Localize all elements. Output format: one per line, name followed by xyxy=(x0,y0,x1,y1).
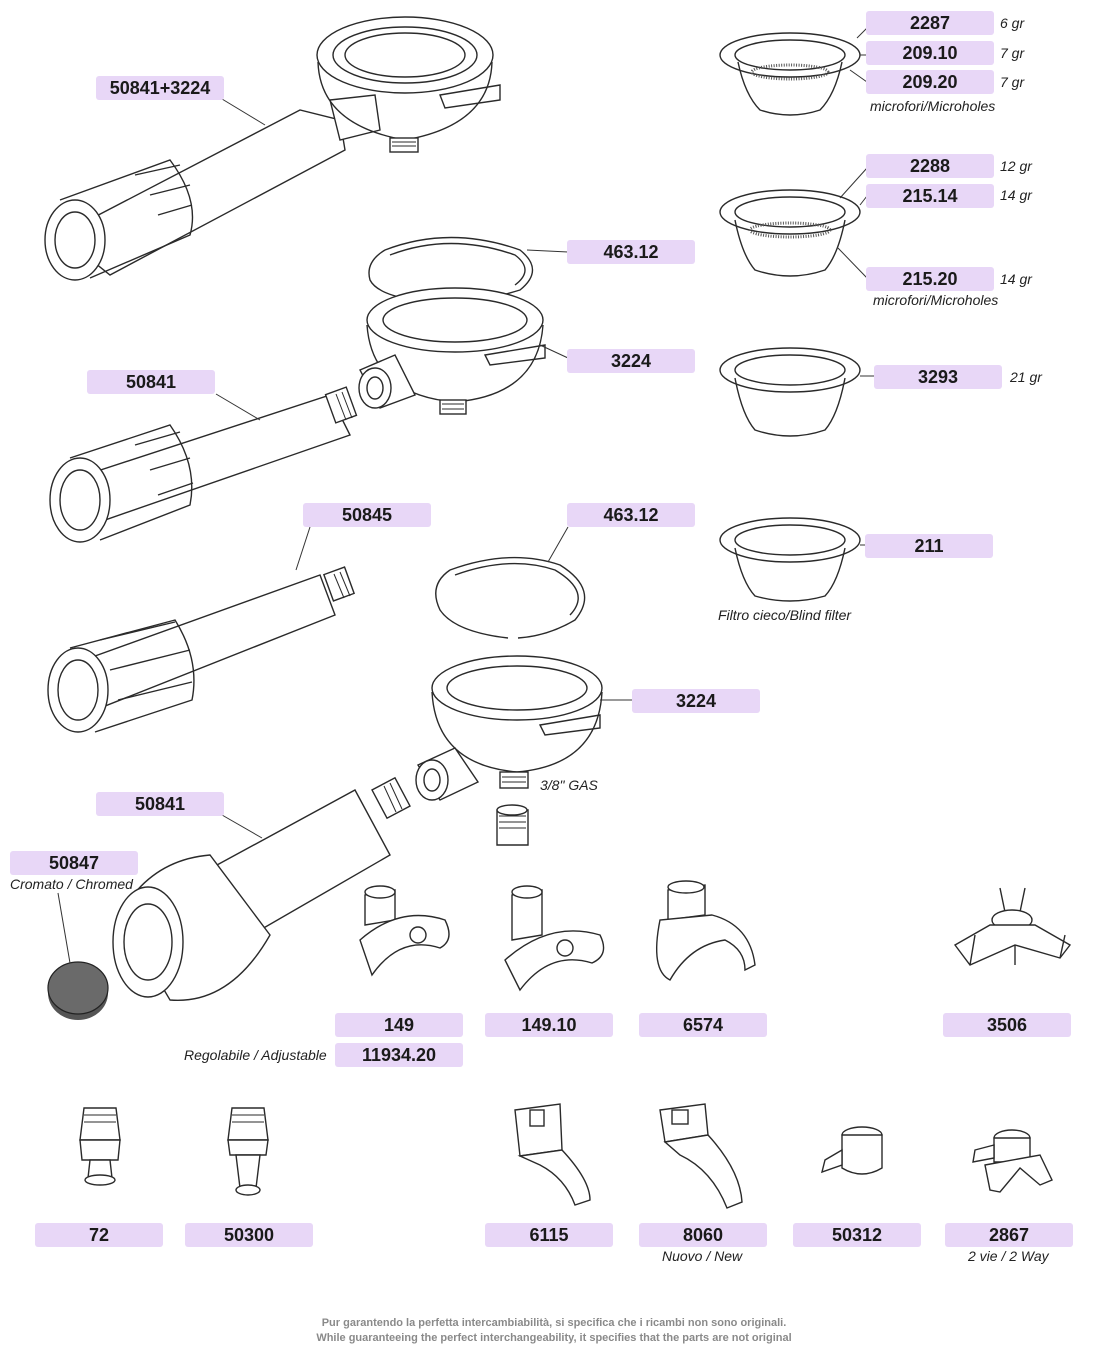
handle-50845-drawing xyxy=(47,526,356,733)
spout-8060-drawing xyxy=(659,1103,743,1209)
part-label-50847: 50847 xyxy=(10,851,138,875)
part-label-50845: 50845 xyxy=(303,503,431,527)
spout-6574-drawing xyxy=(655,880,756,981)
filter-basket-211-drawing xyxy=(719,517,865,602)
weight-note-14gr-b: 14 gr xyxy=(1000,271,1032,287)
weight-note-14gr-a: 14 gr xyxy=(1000,187,1032,203)
part-label-3224-b: 3224 xyxy=(632,689,760,713)
portafilter-body-3224-b-drawing xyxy=(415,655,632,846)
filter-basket-3293-drawing xyxy=(719,347,875,437)
part-label-50312: 50312 xyxy=(793,1223,921,1247)
spout-50312-drawing xyxy=(821,1126,883,1175)
footer-disclaimer-it: Pur garantendo la perfetta intercambiabi… xyxy=(321,1317,787,1329)
part-label-3293: 3293 xyxy=(874,365,1002,389)
portafilter-body-3224-drawing xyxy=(358,287,569,415)
part-label-50841-3224: 50841+3224 xyxy=(96,76,224,100)
weight-note-7gr-a: 7 gr xyxy=(1000,45,1025,61)
handle-50841-drawing xyxy=(49,386,358,543)
filter-basket-1-drawing xyxy=(719,27,868,116)
spout-149-drawing xyxy=(359,885,450,977)
part-label-209-20: 209.20 xyxy=(866,70,994,94)
part-label-50300: 50300 xyxy=(185,1223,313,1247)
part-label-463-12-b: 463.12 xyxy=(567,503,695,527)
weight-note-7gr-b: 7 gr xyxy=(1000,74,1025,90)
part-label-6574: 6574 xyxy=(639,1013,767,1037)
part-label-211: 211 xyxy=(865,534,993,558)
part-label-72: 72 xyxy=(35,1223,163,1247)
part-label-50841-a: 50841 xyxy=(87,370,215,394)
part-label-6115: 6115 xyxy=(485,1223,613,1247)
part-label-2867: 2867 xyxy=(945,1223,1073,1247)
weight-note-12gr: 12 gr xyxy=(1000,158,1032,174)
two-way-note: 2 vie / 2 Way xyxy=(968,1248,1049,1264)
microholes-note-b: microfori/Microholes xyxy=(873,292,999,308)
part-label-149: 149 xyxy=(335,1013,463,1037)
footer-disclaimer-en: While guaranteeing the perfect interchan… xyxy=(316,1332,792,1344)
adjustable-note: Regolabile / Adjustable xyxy=(184,1047,327,1063)
microholes-note-a: microfori/Microholes xyxy=(870,98,996,114)
spout-2867-drawing xyxy=(972,1129,1053,1193)
cap-50847-drawing xyxy=(47,892,109,1020)
part-label-2288: 2288 xyxy=(866,154,994,178)
spout-6115-drawing xyxy=(514,1103,591,1206)
new-note: Nuovo / New xyxy=(662,1248,743,1264)
spout-149-10-drawing xyxy=(504,885,605,992)
part-label-50841-b: 50841 xyxy=(96,792,224,816)
blind-filter-note: Filtro cieco/Blind filter xyxy=(718,607,852,623)
portafilter-assembly-drawing xyxy=(44,16,501,281)
part-label-3224-a: 3224 xyxy=(567,349,695,373)
chromed-note: Cromato / Chromed xyxy=(10,876,133,892)
handle-50841-thick-drawing xyxy=(112,776,411,1002)
part-label-463-12-a: 463.12 xyxy=(567,240,695,264)
fitting-50300-drawing xyxy=(227,1107,269,1196)
part-label-11934-20: 11934.20 xyxy=(335,1043,463,1067)
filter-basket-2-drawing xyxy=(719,167,868,279)
part-label-149-10: 149.10 xyxy=(485,1013,613,1037)
fitting-72-drawing xyxy=(79,1107,121,1186)
part-label-2287: 2287 xyxy=(866,11,994,35)
weight-note-6gr: 6 gr xyxy=(1000,15,1025,31)
part-label-215-20: 215.20 xyxy=(866,267,994,291)
gas-thread-note: 3/8" GAS xyxy=(540,777,598,793)
gasket-ring-b-drawing xyxy=(435,526,586,639)
spout-3506-drawing xyxy=(953,887,1072,966)
part-label-209-10: 209.10 xyxy=(866,41,994,65)
part-label-3506: 3506 xyxy=(943,1013,1071,1037)
weight-note-21gr: 21 gr xyxy=(1010,369,1042,385)
part-label-8060: 8060 xyxy=(639,1223,767,1247)
part-label-215-14: 215.14 xyxy=(866,184,994,208)
